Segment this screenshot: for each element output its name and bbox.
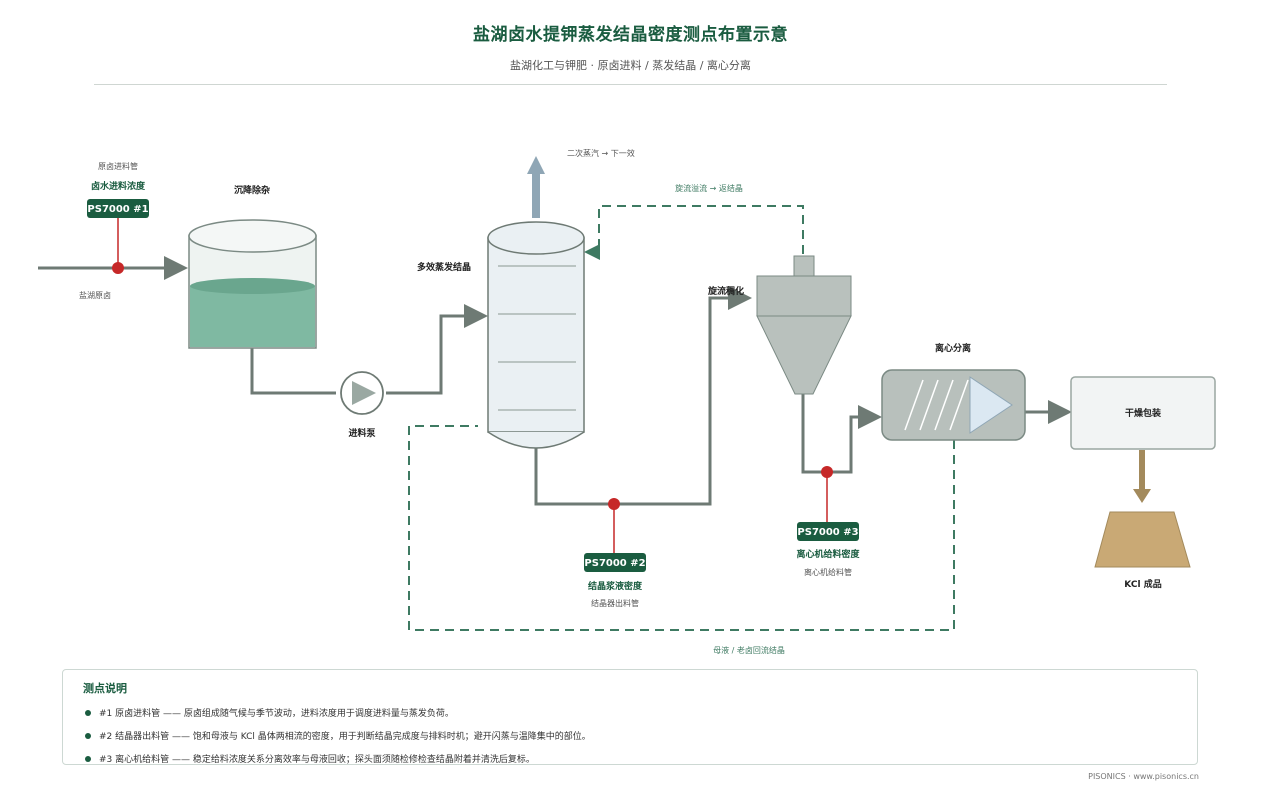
feed-pump xyxy=(340,371,384,415)
footer-credit: PISONICS · www.pisonics.cn xyxy=(1088,772,1199,781)
probe-3-tag: PS7000 #3 xyxy=(797,527,858,538)
probe-1: PS7000 #1 xyxy=(87,199,149,274)
feed-pipe-label: 原卤进料管 xyxy=(98,161,138,171)
cyclone-underflow-pipe xyxy=(801,394,882,474)
process-diagram: PS7000 #1 PS7000 #2 PS7000 #3 原卤进料管 卤水进料… xyxy=(38,148,1216,655)
cyclone-label: 旋流稠化 xyxy=(707,285,744,297)
probe-2-sensor xyxy=(608,498,620,510)
probe-1-sensor xyxy=(112,262,124,274)
pipe-network xyxy=(38,256,1072,506)
header-divider xyxy=(94,84,1167,85)
vapor-label: 二次蒸汽 → 下一效 xyxy=(567,148,635,158)
evaporator-label: 多效蒸发结晶 xyxy=(417,261,471,273)
cyclone-return-label: 旋流溢流 → 返结晶 xyxy=(675,183,743,193)
cyclone-overflow-return xyxy=(584,205,804,260)
probe-3-tag-box xyxy=(797,522,859,541)
probe-2-sub: 结晶器出料管 xyxy=(591,598,639,608)
dryer-box xyxy=(1070,376,1216,450)
feed-density-label: 卤水进料浓度 xyxy=(91,180,146,192)
product-label: KCl 成品 xyxy=(1124,578,1161,590)
bullet-icon xyxy=(85,709,91,716)
legend-item-text: #1 原卤进料管 —— 原卤组成随气候与季节波动，进料浓度用于调度进料量与蒸发负… xyxy=(99,709,454,719)
evaporator-outlet-pipe xyxy=(534,286,752,506)
legend-item-text: #2 结晶器出料管 —— 饱和母液与 KCl 晶体两相流的密度，用于判断结晶完成… xyxy=(99,732,591,742)
legend-item: #2 结晶器出料管 —— 饱和母液与 KCl 晶体两相流的密度，用于判断结晶完成… xyxy=(85,729,591,742)
centrifuge xyxy=(881,369,1026,441)
legend-item: #1 原卤进料管 —— 原卤组成随气候与季节波动，进料浓度用于调度进料量与蒸发负… xyxy=(85,706,454,719)
probe-1-tag-box xyxy=(87,199,149,218)
legend-item-text: #3 离心机给料管 —— 稳定给料浓度关系分离效率与母液回收；探头面须随检修检查… xyxy=(99,755,535,765)
legend-item: #3 离心机给料管 —— 稳定给料浓度关系分离效率与母液回收；探头面须随检修检查… xyxy=(85,752,535,765)
probe-3: PS7000 #3 xyxy=(797,466,859,541)
probe-1-tag: PS7000 #1 xyxy=(87,204,148,215)
probe-3-label: 离心机给料密度 xyxy=(796,548,860,560)
cyclone xyxy=(756,255,852,395)
tank-to-pump-pipe xyxy=(250,348,336,395)
probe-3-sub: 离心机给料管 xyxy=(804,567,852,577)
product-pile xyxy=(1094,511,1191,568)
probe-2: PS7000 #2 xyxy=(584,498,646,572)
probe-3-sensor xyxy=(821,466,833,478)
raw-brine-label: 盐湖原卤 xyxy=(79,290,111,300)
settling-tank xyxy=(188,219,317,349)
evaporator xyxy=(487,221,585,449)
probe-2-tag-box xyxy=(584,553,646,572)
mother-liquor-return xyxy=(408,425,955,631)
return-lines xyxy=(408,205,955,631)
mother-liquor-label: 母液 / 老卤回流结晶 xyxy=(713,645,785,655)
legend-panel: 测点说明 #1 原卤进料管 —— 原卤组成随气候与季节波动，进料浓度用于调度进料… xyxy=(62,669,1198,765)
legend-title: 测点说明 xyxy=(83,682,127,695)
page-subtitle: 盐湖化工与钾肥 · 原卤进料 / 蒸发结晶 / 离心分离 xyxy=(510,59,751,72)
bullet-icon xyxy=(85,732,91,739)
product-conveyor xyxy=(1133,450,1151,503)
feed-pump-label: 进料泵 xyxy=(348,427,376,439)
probe-2-tag: PS7000 #2 xyxy=(584,558,645,569)
vapor-arrow xyxy=(527,156,545,218)
bullet-icon xyxy=(85,755,91,762)
pump-to-evaporator-pipe xyxy=(386,304,488,395)
probe-2-label: 结晶浆液密度 xyxy=(588,580,643,592)
dryer-label: 干燥包装 xyxy=(1125,407,1162,419)
centrifuge-label: 离心分离 xyxy=(935,342,971,354)
page-title: 盐湖卤水提钾蒸发结晶密度测点布置示意 xyxy=(473,25,788,45)
settling-tank-label: 沉降除杂 xyxy=(234,184,270,196)
